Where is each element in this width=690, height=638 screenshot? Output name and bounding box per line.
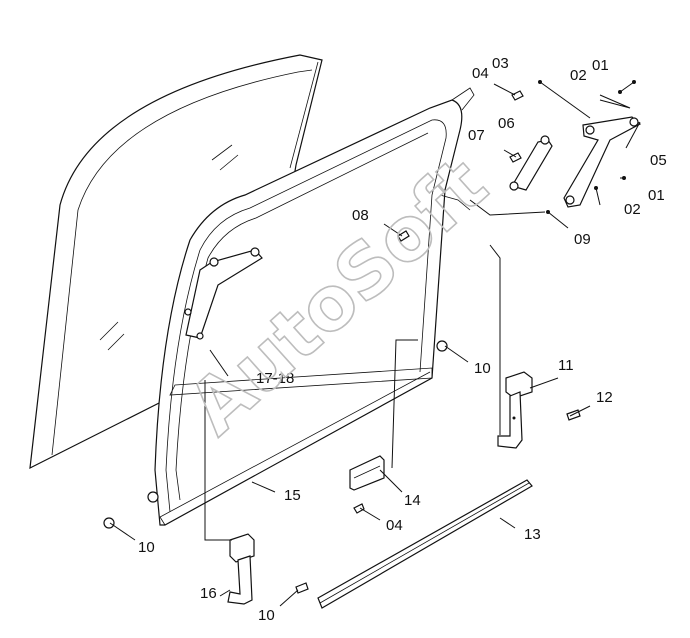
callout-06: 06 bbox=[498, 115, 515, 132]
callout-10-right: 10 bbox=[474, 360, 491, 377]
callout-01-bottom: 01 bbox=[648, 187, 665, 204]
plate-14 bbox=[349, 455, 385, 491]
callout-05: 05 bbox=[650, 152, 667, 169]
callout-16: 16 bbox=[200, 585, 217, 602]
hinge-lever-17-18 bbox=[184, 247, 263, 340]
leader-lines bbox=[109, 81, 641, 607]
callout-02-bottom: 02 bbox=[624, 201, 641, 218]
callout-04-bottom: 04 bbox=[386, 517, 403, 534]
callout-07: 07 bbox=[468, 127, 485, 144]
bracket-05 bbox=[563, 116, 642, 208]
callout-15: 15 bbox=[284, 487, 301, 504]
callout-09: 09 bbox=[574, 231, 591, 248]
callout-10-bottom: 10 bbox=[258, 607, 275, 624]
gas-strut-06 bbox=[509, 135, 553, 191]
callout-14: 14 bbox=[404, 492, 421, 509]
callout-labels: 01 02 03 04 05 06 07 01 02 08 09 10 11 1… bbox=[138, 55, 667, 624]
door-frame bbox=[154, 87, 475, 526]
callout-17-18: 17-18 bbox=[256, 370, 294, 387]
callout-02-top: 02 bbox=[570, 67, 587, 84]
callout-13: 13 bbox=[524, 526, 541, 543]
latch-11 bbox=[497, 371, 533, 449]
callout-08: 08 bbox=[352, 207, 369, 224]
callout-12: 12 bbox=[596, 389, 613, 406]
seal-strip-13 bbox=[317, 479, 533, 609]
callout-10-left: 10 bbox=[138, 539, 155, 556]
latch-16 bbox=[227, 533, 255, 605]
callout-11: 11 bbox=[558, 357, 574, 374]
callout-01-top: 01 bbox=[592, 57, 609, 74]
callout-04-top: 04 bbox=[472, 65, 489, 82]
callout-03: 03 bbox=[492, 55, 509, 72]
callout-dots bbox=[538, 80, 636, 214]
